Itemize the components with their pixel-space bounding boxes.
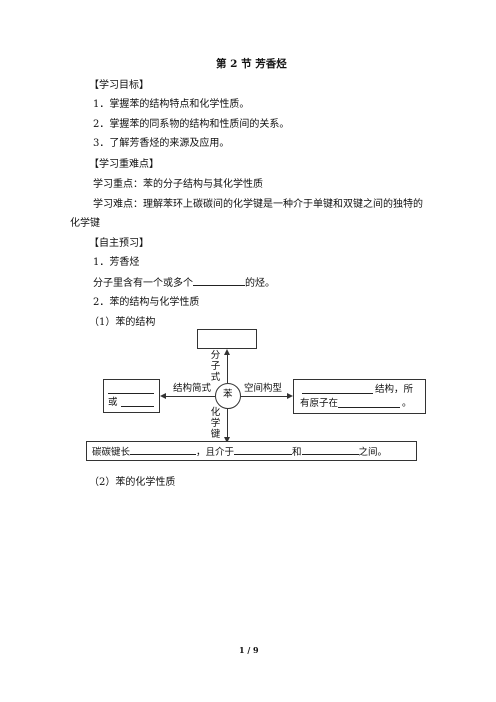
- objective-item: 1．掌握苯的结构特点和化学性质。: [93, 99, 250, 110]
- connector-right: [241, 396, 287, 397]
- bond-text-1: 碳碳键长: [92, 447, 131, 458]
- label-chemical-bond: 化学键: [210, 407, 221, 440]
- fill-blank[interactable]: [234, 445, 293, 455]
- preview-header: 【自主预习】: [89, 238, 149, 249]
- preview-item1-text: 分子里含有一个或多个 的烃。: [93, 276, 275, 290]
- arrow-left-icon: [160, 393, 166, 399]
- keypoints-difficulty: 学习难点：理解苯环上碳碳间的化学键是一种介于单键和双键之间的独特的: [93, 199, 423, 210]
- fill-blank[interactable]: [301, 445, 359, 455]
- fill-blank[interactable]: [302, 384, 373, 394]
- bond-text-4: 之间。: [358, 447, 388, 458]
- bond-text-2: ，且介于: [196, 447, 235, 458]
- benzene-center-node: [215, 383, 241, 409]
- spatial-config-box: 结构，所 有原子在 。: [293, 379, 426, 414]
- label-spatial-config: 空间构型: [244, 383, 283, 394]
- arrow-down-icon: [224, 437, 230, 443]
- fill-blank[interactable]: [108, 384, 154, 394]
- label-structural-formula: 结构简式: [173, 383, 212, 394]
- fill-blank[interactable]: [193, 276, 245, 286]
- or-label: 或: [108, 397, 118, 408]
- preview-item2-title: 2．苯的结构与化学性质: [93, 297, 200, 308]
- fill-blank[interactable]: [121, 397, 154, 407]
- bond-sentence: 碳碳键长 ，且介于 和 之间。: [92, 445, 387, 459]
- right-box-text-1: 结构，所: [375, 384, 414, 395]
- right-box-text-3: 。: [402, 398, 412, 409]
- preview-sub1: （1）苯的结构: [89, 317, 156, 328]
- item1-text-before: 分子里含有一个或多个: [93, 278, 193, 289]
- fill-blank[interactable]: [130, 445, 197, 455]
- keypoints-header: 【学习重难点】: [89, 159, 159, 170]
- chemical-bond-box: 碳碳键长 ，且介于 和 之间。: [86, 441, 417, 461]
- item1-text-after: 的烃。: [245, 278, 275, 289]
- objective-item: 2．掌握苯的同系物的结构和性质间的关系。: [93, 119, 290, 130]
- center-label: 苯: [223, 389, 233, 400]
- keypoints-focus: 学习重点：苯的分子结构与其化学性质: [93, 179, 263, 190]
- objectives-header: 【学习目标】: [89, 80, 149, 91]
- keypoints-difficulty-cont: 化学键: [70, 218, 100, 229]
- formula-answer-box[interactable]: [197, 329, 257, 349]
- label-molecular-formula: 分子式: [210, 350, 221, 383]
- page-title: 第 2 节 芳香烃: [216, 58, 287, 70]
- page-number: 1 / 9: [239, 645, 259, 655]
- preview-sub2: （2）苯的化学性质: [89, 477, 176, 488]
- right-box-text-2: 有原子在: [300, 398, 339, 409]
- arrow-right-icon: [287, 393, 293, 399]
- structural-formula-box: 或: [103, 379, 160, 413]
- connector-bottom: [227, 408, 228, 438]
- fill-blank[interactable]: [338, 398, 400, 408]
- connector-left: [166, 396, 215, 397]
- bond-text-3: 和: [292, 447, 302, 458]
- arrow-up-icon: [224, 349, 230, 355]
- objective-item: 3．了解芳香烃的来源及应用。: [93, 138, 230, 149]
- connector-top: [227, 355, 228, 383]
- preview-item1-title: 1．芳香烃: [93, 257, 140, 268]
